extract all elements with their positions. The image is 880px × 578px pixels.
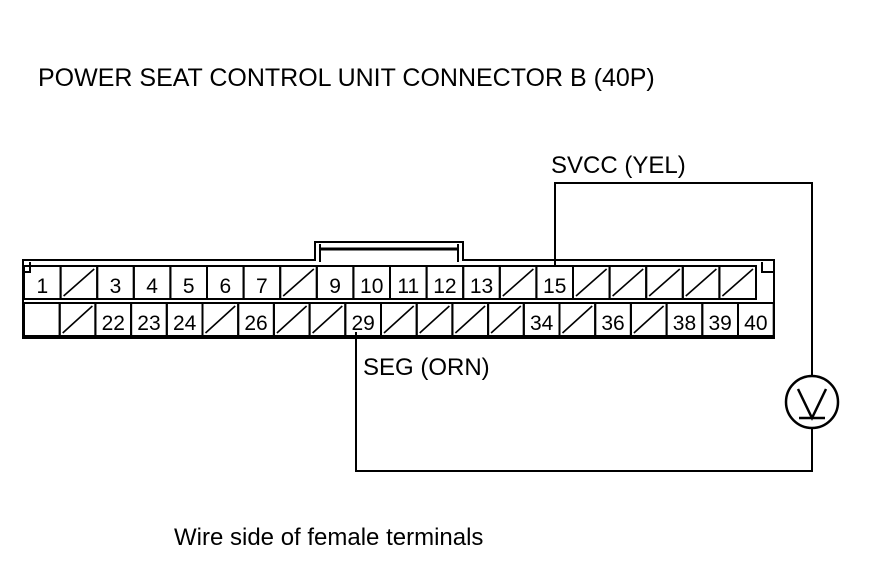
svcc-wire bbox=[554, 182, 813, 376]
unused-terminal-mark bbox=[502, 268, 534, 297]
diagram-title: POWER SEAT CONTROL UNIT CONNECTOR B (40P… bbox=[38, 64, 655, 92]
voltmeter-icon bbox=[784, 374, 840, 430]
terminal-number: 26 bbox=[244, 312, 267, 335]
unused-terminal-mark bbox=[612, 268, 644, 297]
unused-terminal-mark bbox=[490, 305, 522, 334]
terminal-cavity bbox=[23, 302, 61, 337]
terminal-cavity bbox=[718, 265, 758, 300]
terminal-number: 13 bbox=[470, 275, 493, 298]
unused-terminal-mark bbox=[561, 305, 593, 334]
terminal-number: 7 bbox=[256, 275, 268, 298]
terminal-number: 3 bbox=[110, 275, 122, 298]
terminal-number: 11 bbox=[397, 275, 419, 298]
terminal-number: 10 bbox=[360, 275, 383, 298]
unused-terminal-mark bbox=[633, 305, 665, 334]
seg-wire-label: SEG (ORN) bbox=[363, 354, 490, 381]
unused-terminal-mark bbox=[63, 268, 95, 297]
diagram-note: Wire side of female terminals bbox=[174, 524, 484, 551]
terminal-number: 36 bbox=[601, 312, 624, 335]
unused-terminal-mark bbox=[454, 305, 486, 334]
terminal-number: 9 bbox=[329, 275, 341, 298]
unused-terminal-mark bbox=[62, 305, 93, 334]
terminal-number: 38 bbox=[673, 312, 696, 335]
terminal-number: 5 bbox=[183, 275, 195, 298]
terminal-number: 12 bbox=[433, 275, 456, 298]
terminal-number: 22 bbox=[102, 312, 125, 335]
unused-terminal-mark bbox=[648, 268, 681, 297]
terminal-number: 40 bbox=[744, 312, 767, 335]
terminal-number: 1 bbox=[36, 275, 48, 298]
unused-terminal-mark bbox=[312, 305, 343, 334]
unused-terminal-mark bbox=[282, 268, 315, 297]
terminal-number: 23 bbox=[137, 312, 160, 335]
terminal-cavity bbox=[737, 302, 775, 337]
unused-terminal-mark bbox=[276, 305, 308, 334]
terminal-number: 39 bbox=[708, 312, 731, 335]
svcc-wire-label: SVCC (YEL) bbox=[551, 152, 686, 179]
unused-terminal-mark bbox=[419, 305, 450, 334]
unused-terminal-mark bbox=[204, 305, 236, 334]
terminal-number: 29 bbox=[351, 312, 374, 335]
seg-wire bbox=[355, 332, 813, 472]
terminal-number: 4 bbox=[146, 275, 158, 298]
connector-bottom-row: 22 23 24 26 29 34 36 38 39 40 bbox=[23, 302, 775, 337]
terminal-number: 6 bbox=[219, 275, 231, 298]
unused-terminal-mark bbox=[575, 268, 608, 297]
unused-terminal-mark bbox=[383, 305, 415, 334]
terminal-number: 15 bbox=[543, 275, 566, 298]
terminal-number: 24 bbox=[173, 312, 197, 335]
terminal-number: 34 bbox=[530, 312, 554, 335]
unused-terminal-mark bbox=[685, 268, 717, 297]
unused-terminal-mark bbox=[721, 268, 754, 297]
